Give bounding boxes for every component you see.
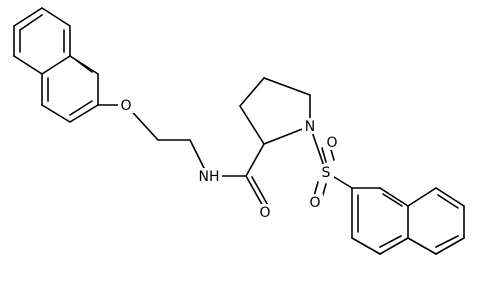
- amide-nh-label: NH: [199, 169, 220, 185]
- bond: [407, 237, 437, 255]
- label-background: [324, 134, 340, 150]
- bond: [13, 55, 43, 75]
- bond: [435, 237, 465, 255]
- bond: [13, 7, 43, 27]
- bond: [239, 77, 265, 107]
- sulfonyl-oxygen-top-label: O: [326, 135, 337, 151]
- bond: [245, 143, 265, 177]
- sulfur-label: S: [322, 165, 331, 181]
- ring-nitrogen-label: N: [305, 119, 315, 135]
- naphthalene-right: [351, 187, 465, 255]
- ether-oxygen-label: O: [120, 98, 131, 114]
- label-background: [302, 118, 318, 134]
- bond: [351, 237, 381, 255]
- bond: [239, 105, 265, 145]
- pyrrolidine-ring: [239, 77, 311, 145]
- bond: [437, 194, 459, 209]
- bond: [245, 175, 265, 209]
- atom-labels: O NH O N S O O: [118, 97, 340, 221]
- bond: [69, 104, 99, 123]
- bond: [41, 7, 71, 27]
- bond: [41, 55, 71, 75]
- ethoxy-chain: [97, 104, 209, 177]
- label-background: [257, 204, 273, 220]
- bond: [19, 14, 43, 31]
- bond: [435, 187, 465, 207]
- label-background: [318, 164, 334, 180]
- bond: [407, 187, 437, 207]
- bond: [263, 77, 311, 96]
- bond: [69, 100, 93, 116]
- bond: [313, 181, 319, 197]
- sulfonyl-oxygen-bottom-label: O: [309, 195, 320, 211]
- carbonyl-oxygen-label: O: [259, 205, 270, 221]
- label-background: [307, 194, 323, 210]
- bond: [435, 235, 459, 248]
- label-background: [196, 168, 222, 184]
- bond: [379, 237, 409, 255]
- naphthalene-left: [13, 7, 99, 123]
- bond: [379, 235, 402, 248]
- bond: [251, 176, 271, 210]
- bond: [75, 59, 93, 73]
- bond: [379, 187, 409, 207]
- bond: [41, 104, 71, 123]
- label-background: [118, 97, 134, 113]
- bond: [382, 193, 403, 207]
- bond: [321, 147, 327, 163]
